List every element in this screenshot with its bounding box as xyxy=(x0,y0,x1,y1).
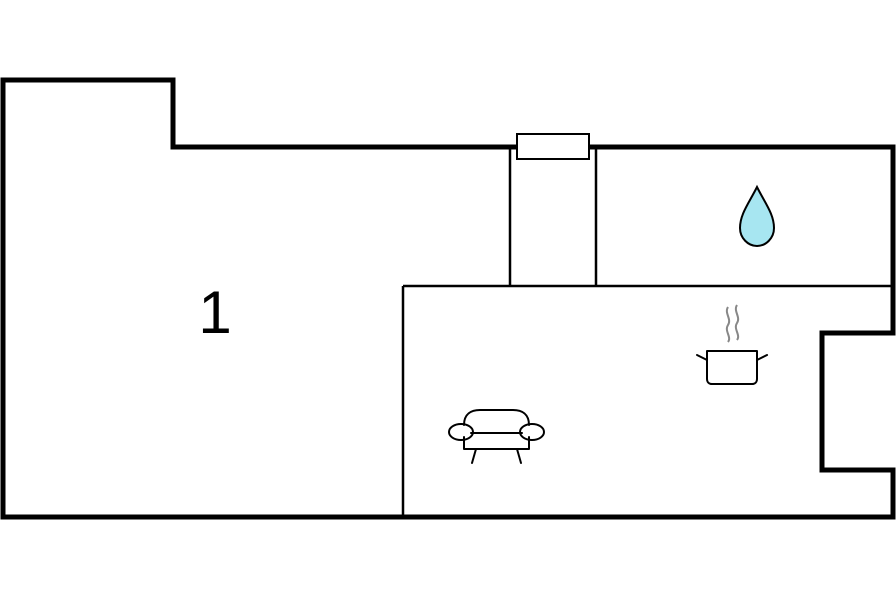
window-marker xyxy=(516,133,590,160)
cooking-pot-icon xyxy=(696,304,768,385)
interior-walls xyxy=(401,147,893,517)
water-drop-icon xyxy=(738,184,776,248)
sofa-icon xyxy=(448,409,545,464)
outer-walls xyxy=(0,77,896,520)
room-number-label: 1 xyxy=(198,279,231,346)
